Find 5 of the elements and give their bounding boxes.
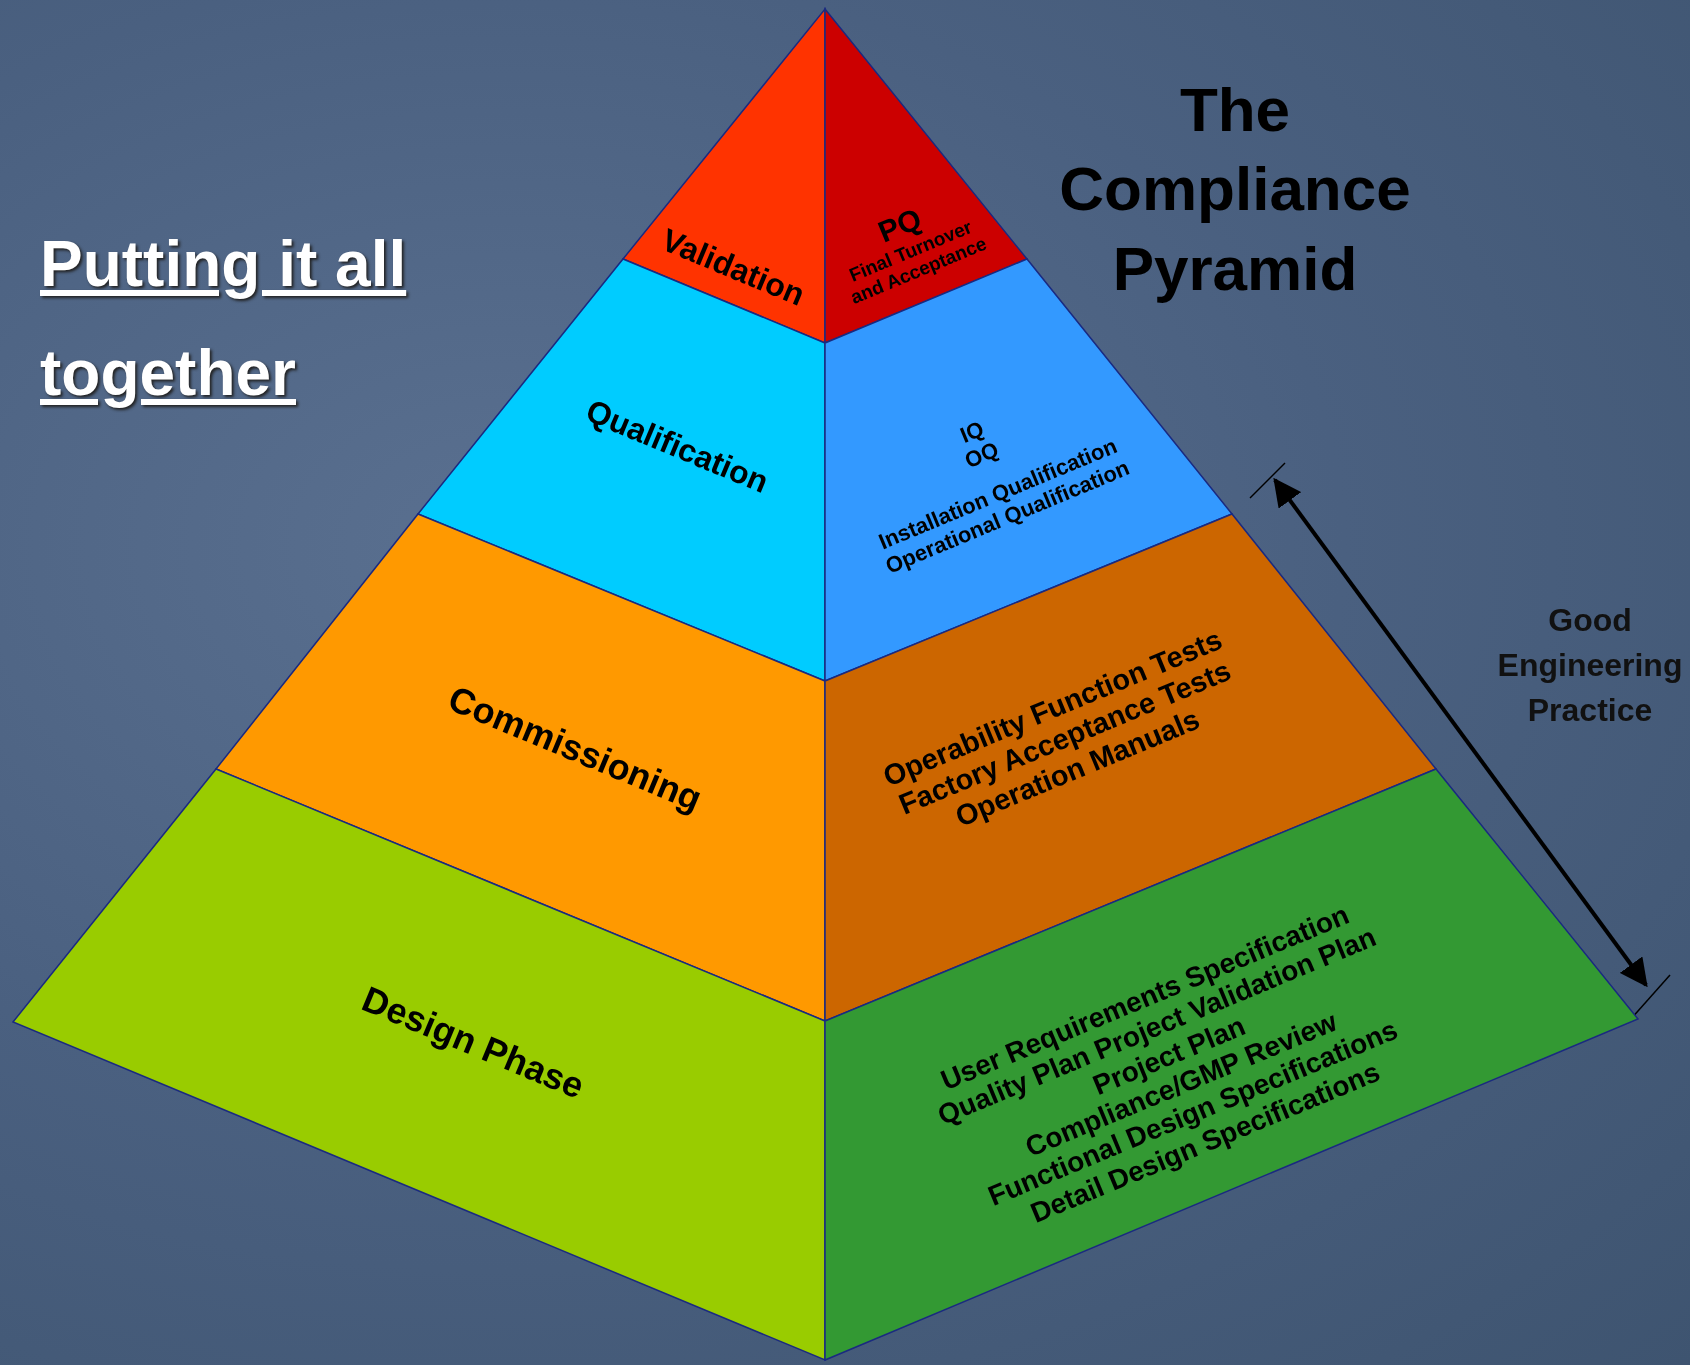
pyramid-face xyxy=(623,9,825,343)
heading-text: Putting it all together xyxy=(40,227,408,411)
title: The Compliance Pyramid xyxy=(1058,74,1412,305)
side-label: Good Engineering Practice xyxy=(1496,601,1684,730)
pyramid-face xyxy=(825,9,1027,343)
